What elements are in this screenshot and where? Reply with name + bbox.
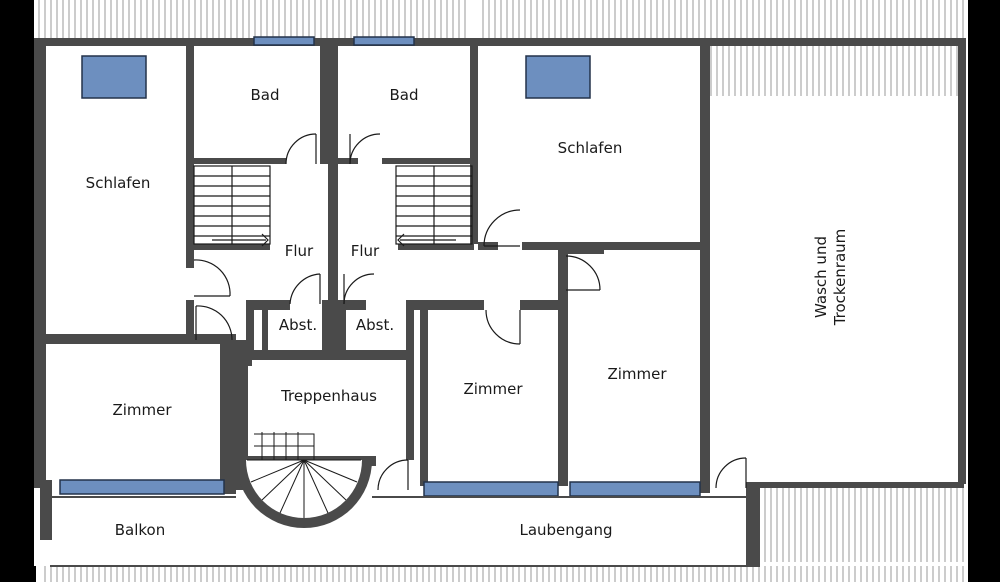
- area-balkon: Balkon: [114, 521, 166, 539]
- room-wasch-und-trockenraum: Wasch und Trockenraum: [812, 229, 850, 326]
- room-bad-left: Bad: [250, 86, 280, 104]
- door-swings: [193, 133, 747, 491]
- walls: [34, 38, 966, 566]
- room-wasch-line1: Wasch und: [812, 236, 830, 318]
- area-laubengang: Laubengang: [519, 521, 613, 539]
- room-treppenhaus: Treppenhaus: [281, 387, 377, 405]
- outdoor-areas: [50, 496, 760, 567]
- room-flur-left: Flur: [284, 242, 314, 260]
- roof-hatch-right: [708, 44, 963, 96]
- windows: [59, 36, 701, 497]
- staircase-right: [395, 165, 473, 247]
- frame-bottom: [0, 566, 36, 582]
- room-zimmer-middle: Zimmer: [463, 380, 523, 398]
- room-wasch-line2: Trockenraum: [831, 228, 849, 326]
- roof-hatch-bottom: [40, 566, 968, 582]
- room-zimmer-right: Zimmer: [607, 365, 667, 383]
- room-zimmer-left: Zimmer: [112, 401, 172, 419]
- staircase-left: [193, 165, 271, 247]
- roof-hatch-top-left: [36, 0, 470, 40]
- spiral-staircase: [236, 432, 376, 528]
- room-flur-right: Flur: [350, 242, 380, 260]
- room-bad-right: Bad: [389, 86, 419, 104]
- roof-hatch-top-right: [478, 0, 968, 44]
- room-schlafen-right: Schlafen: [557, 139, 623, 157]
- room-schlafen-left: Schlafen: [85, 174, 151, 192]
- room-abst-right: Abst.: [355, 316, 395, 334]
- room-abst-left: Abst.: [278, 316, 318, 334]
- roof-hatch-bottom-right: [760, 484, 965, 562]
